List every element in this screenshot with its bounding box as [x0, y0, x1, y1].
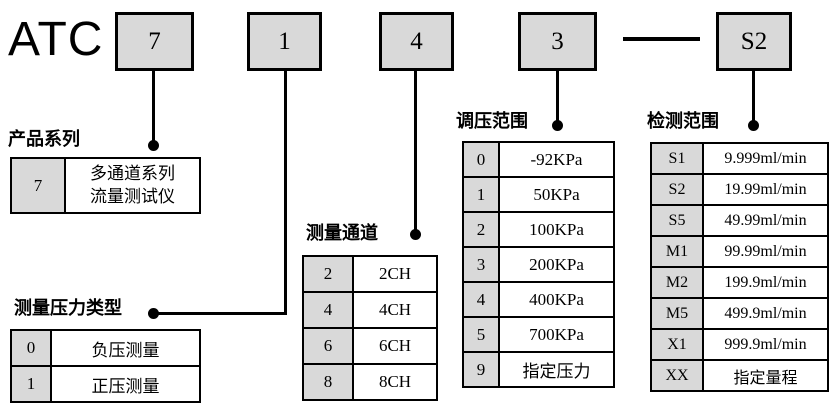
table-row: 4 400KPa — [462, 281, 615, 318]
table-row: S2 19.99ml/min — [650, 173, 829, 206]
key-cell: S1 — [650, 142, 704, 175]
key-cell: 4 — [462, 281, 500, 318]
key-cell: XX — [650, 359, 704, 392]
value-cell: 199.9ml/min — [702, 266, 829, 299]
key-cell: X1 — [650, 328, 704, 361]
regulation-range-table: 0 -92KPa 1 50KPa 2 100KPa 3 200KPa 4 400… — [462, 141, 615, 388]
code-box-detection: S2 — [716, 12, 792, 71]
section-label-detection-range: 检测范围 — [647, 111, 719, 131]
key-cell: 2 — [302, 255, 354, 293]
key-cell: 1 — [10, 365, 52, 403]
table-row: X1 999.9ml/min — [650, 328, 829, 361]
key-cell: 0 — [10, 329, 52, 367]
key-cell: 6 — [302, 327, 354, 365]
brand-text: ATC — [8, 13, 104, 66]
key-cell: 2 — [462, 211, 500, 248]
connector-line-pressure-vertical — [284, 70, 287, 315]
code-segment-value: 4 — [410, 27, 423, 55]
table-row: S1 9.999ml/min — [650, 142, 829, 175]
value-cell: 999.9ml/min — [702, 328, 829, 361]
value-cell: 多通道系列 流量测试仪 — [64, 157, 201, 214]
table-row: 2 100KPa — [462, 211, 615, 248]
table-row: 7 多通道系列 流量测试仪 — [10, 157, 201, 214]
connector-line-pressure-horizontal — [157, 312, 287, 315]
pressure-type-table: 0 负压测量 1 正压测量 — [10, 329, 201, 403]
value-cell: 9.999ml/min — [702, 142, 829, 175]
code-box-series: 7 — [115, 12, 194, 71]
value-cell: 499.9ml/min — [702, 297, 829, 330]
key-cell: M2 — [650, 266, 704, 299]
value-cell: 6CH — [352, 327, 438, 365]
table-row: 0 负压测量 — [10, 329, 201, 367]
value-cell: 负压测量 — [50, 329, 201, 367]
value-cell: 99.99ml/min — [702, 235, 829, 268]
table-row: M5 499.9ml/min — [650, 297, 829, 330]
value-cell: 49.99ml/min — [702, 204, 829, 237]
junction-dot-detection — [748, 120, 759, 131]
value-cell: -92KPa — [498, 141, 615, 178]
value-cell: 指定量程 — [702, 359, 829, 392]
key-cell: 9 — [462, 351, 500, 388]
value-cell: 正压测量 — [50, 365, 201, 403]
key-cell: 4 — [302, 291, 354, 329]
table-row: 8 8CH — [302, 363, 438, 401]
connector-line-series — [152, 70, 155, 143]
value-cell: 2CH — [352, 255, 438, 293]
junction-dot-channels — [410, 229, 421, 240]
table-row: 6 6CH — [302, 327, 438, 365]
key-cell: 3 — [462, 246, 500, 283]
table-row: 2 2CH — [302, 255, 438, 293]
value-cell: 4CH — [352, 291, 438, 329]
key-cell: S5 — [650, 204, 704, 237]
key-cell: 7 — [10, 157, 66, 214]
key-cell: 8 — [302, 363, 354, 401]
table-row: M2 199.9ml/min — [650, 266, 829, 299]
junction-dot-regulation — [552, 120, 563, 131]
value-cell: 400KPa — [498, 281, 615, 318]
junction-dot-series — [148, 140, 159, 151]
code-segment-value: S2 — [740, 27, 768, 55]
value-cell: 8CH — [352, 363, 438, 401]
code-separator-dash — [623, 37, 700, 41]
section-label-channels: 测量通道 — [306, 223, 378, 243]
detection-range-table: S1 9.999ml/min S2 19.99ml/min S5 49.99ml… — [650, 142, 829, 392]
table-row: XX 指定量程 — [650, 359, 829, 392]
connector-line-channels — [414, 70, 417, 232]
key-cell: M5 — [650, 297, 704, 330]
key-cell: S2 — [650, 173, 704, 206]
code-segment-value: 3 — [551, 27, 564, 55]
code-box-channels: 4 — [379, 12, 454, 71]
table-row: 3 200KPa — [462, 246, 615, 283]
table-row: S5 49.99ml/min — [650, 204, 829, 237]
code-segment-value: 7 — [148, 27, 161, 55]
table-row: M1 99.99ml/min — [650, 235, 829, 268]
connector-line-regulation — [556, 70, 559, 123]
table-row: 1 正压测量 — [10, 365, 201, 403]
value-cell: 700KPa — [498, 316, 615, 353]
code-box-pressure-type: 1 — [247, 12, 322, 71]
junction-dot-pressure — [148, 308, 159, 319]
value-cell: 19.99ml/min — [702, 173, 829, 206]
table-row: 9 指定压力 — [462, 351, 615, 388]
connector-line-detection — [752, 70, 755, 123]
table-row: 1 50KPa — [462, 176, 615, 213]
code-box-regulation: 3 — [518, 12, 597, 71]
value-cell: 指定压力 — [498, 351, 615, 388]
key-cell: 1 — [462, 176, 500, 213]
key-cell: 5 — [462, 316, 500, 353]
table-row: 5 700KPa — [462, 316, 615, 353]
value-cell: 100KPa — [498, 211, 615, 248]
product-series-table: 7 多通道系列 流量测试仪 — [10, 157, 201, 214]
value-cell: 50KPa — [498, 176, 615, 213]
section-label-product-series: 产品系列 — [8, 129, 80, 149]
key-cell: 0 — [462, 141, 500, 178]
value-cell: 200KPa — [498, 246, 615, 283]
section-label-pressure-type: 测量压力类型 — [14, 298, 122, 318]
section-label-regulation-range: 调压范围 — [456, 111, 528, 131]
table-row: 4 4CH — [302, 291, 438, 329]
table-row: 0 -92KPa — [462, 141, 615, 178]
channels-table: 2 2CH 4 4CH 6 6CH 8 8CH — [302, 255, 438, 401]
key-cell: M1 — [650, 235, 704, 268]
code-segment-value: 1 — [278, 27, 291, 55]
